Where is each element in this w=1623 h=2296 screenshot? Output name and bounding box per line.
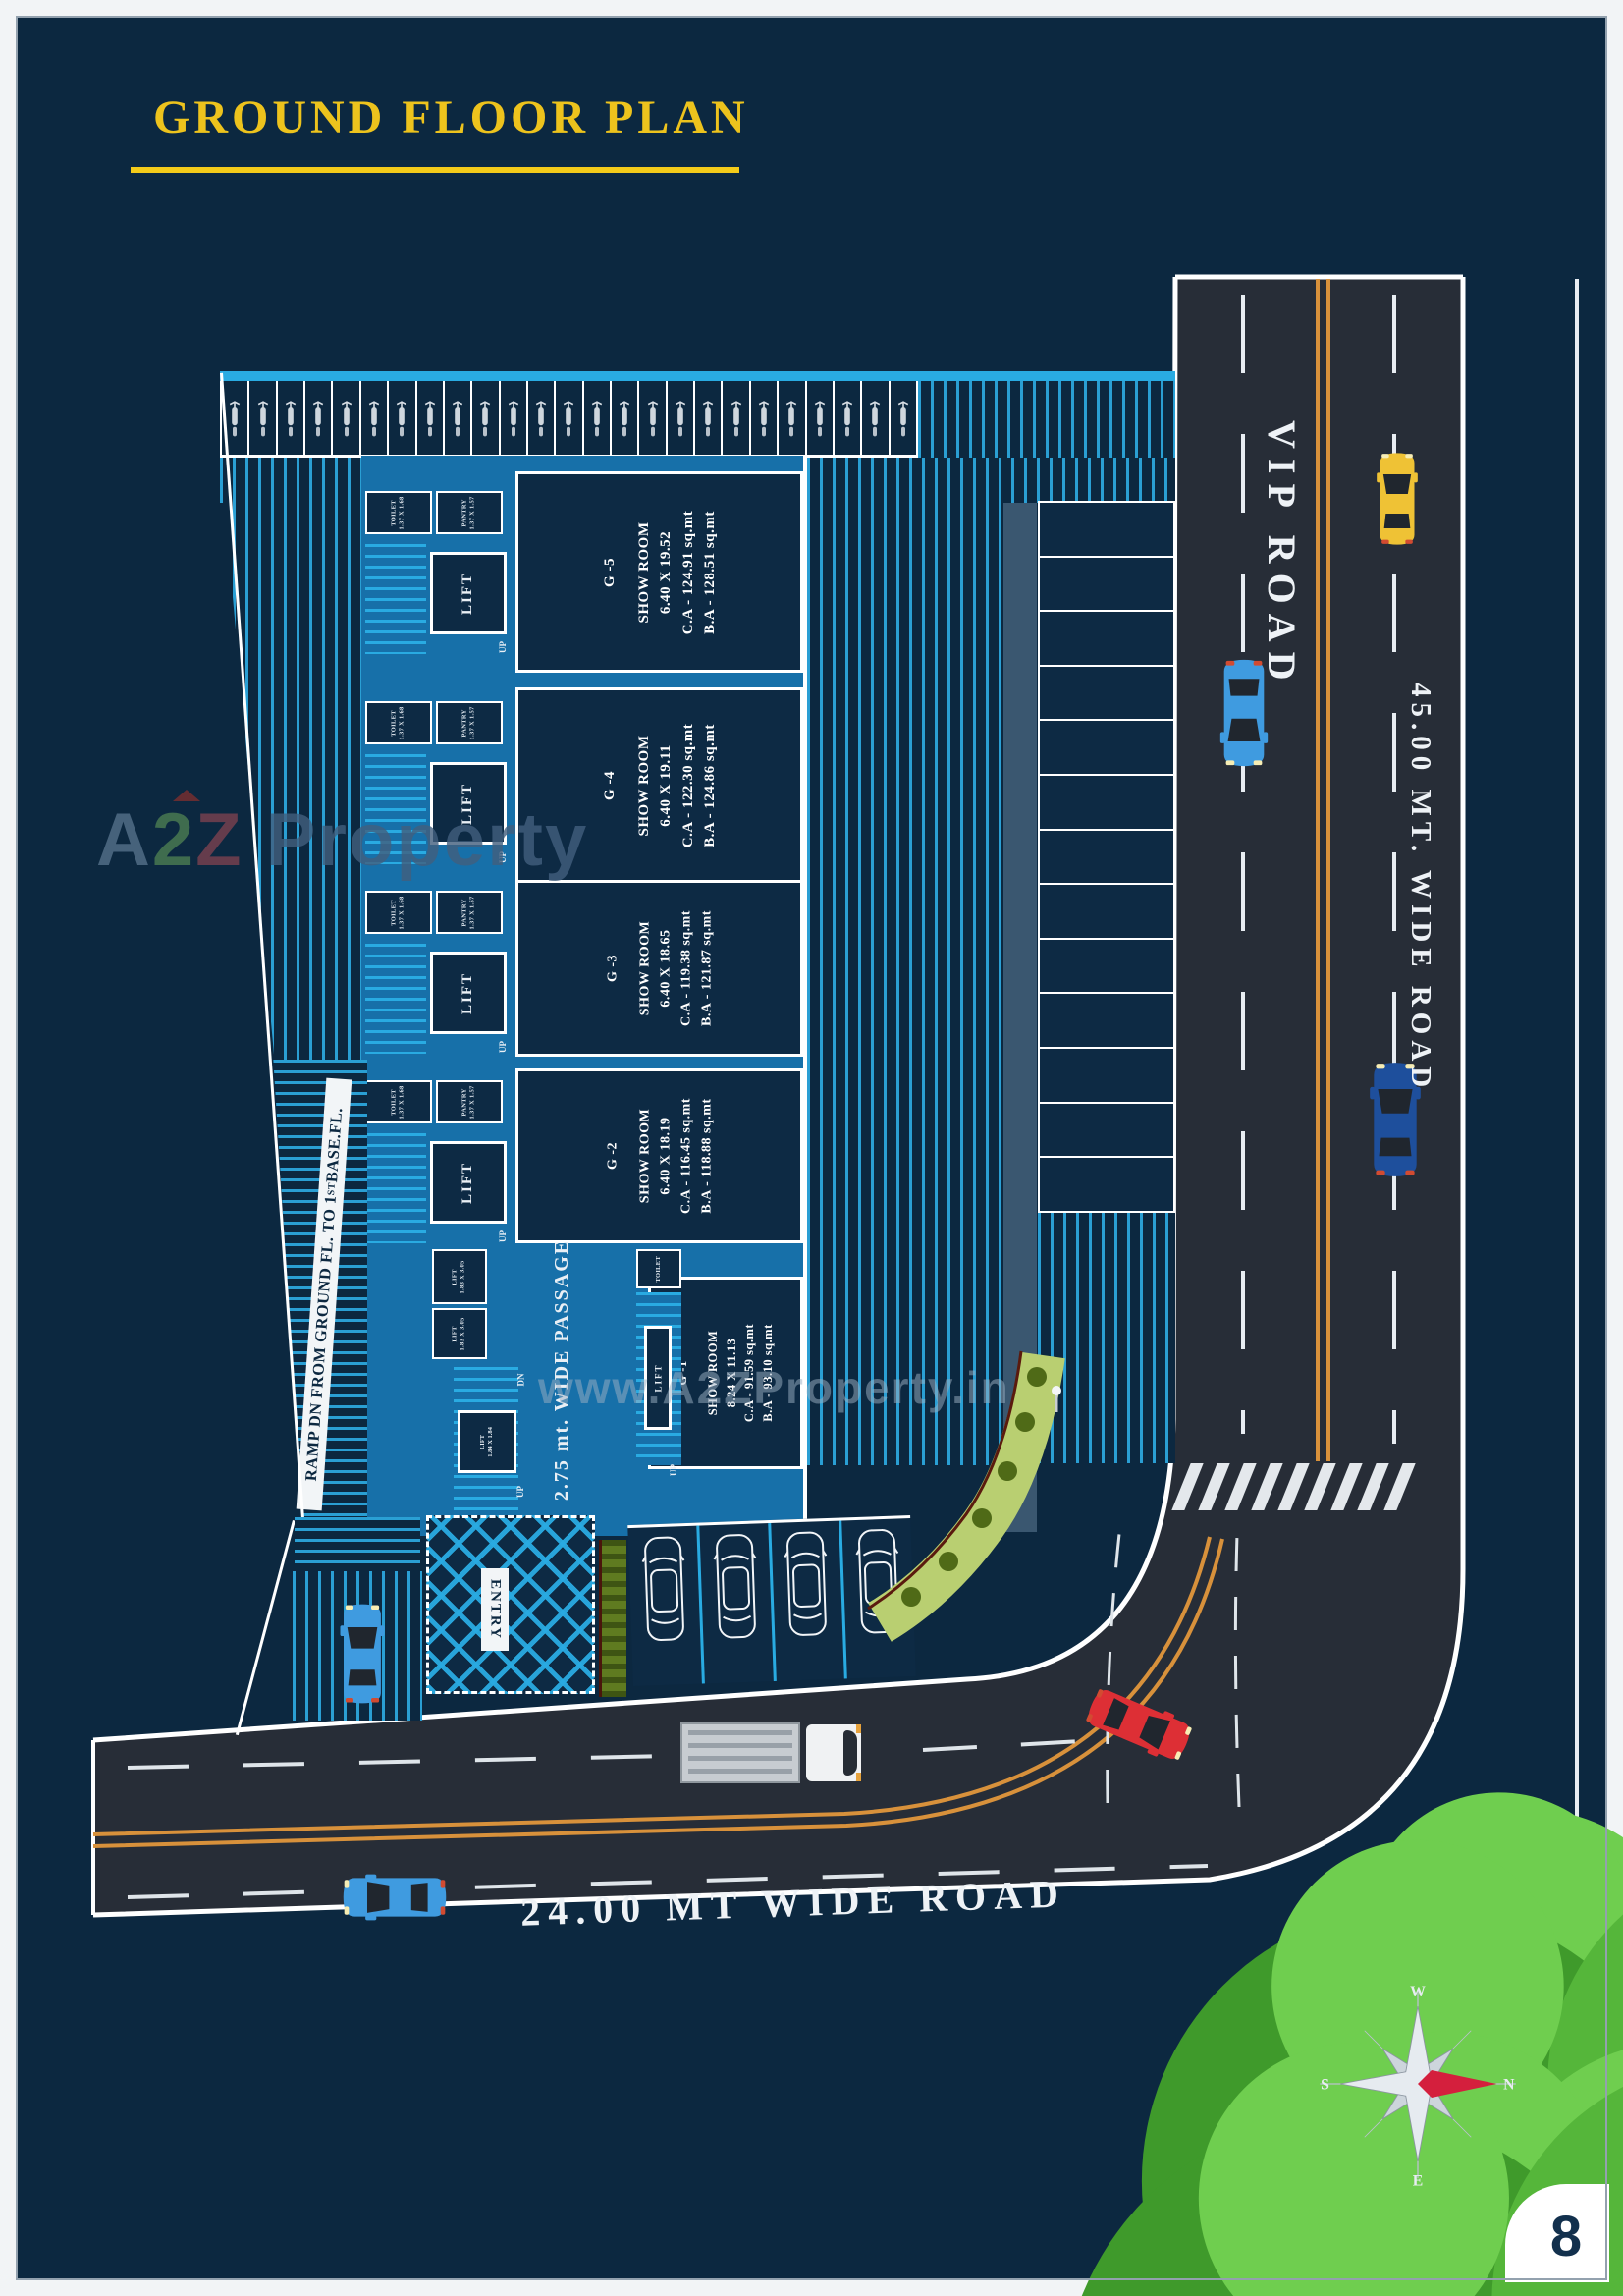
two-wheeler-slot xyxy=(668,381,696,455)
two-wheeler-slot xyxy=(278,381,306,455)
compass-e: E xyxy=(1413,2172,1424,2187)
car-parking-slot xyxy=(1038,664,1175,722)
entry-label-band: ENTRY xyxy=(481,1568,509,1651)
lift-box: LIFT xyxy=(430,552,507,634)
compass-north-needle xyxy=(1418,2070,1497,2098)
lift-box: LIFT xyxy=(430,762,507,845)
two-wheeler-slot xyxy=(751,381,780,455)
watermark-url: www.A2ZProperty.in xyxy=(538,1362,1010,1413)
two-wheeler-slot xyxy=(220,381,250,455)
right-wall xyxy=(803,456,807,1536)
two-wheeler-slot xyxy=(695,381,724,455)
car-parking-slot xyxy=(1038,555,1175,613)
two-wheeler-slot xyxy=(333,381,361,455)
entry-upper-hatch xyxy=(295,1517,420,1571)
drive-aisle-hatch xyxy=(807,503,1003,1465)
car-blue-bottom-road xyxy=(340,1870,450,1925)
two-wheeler-slot xyxy=(528,381,557,455)
staircase xyxy=(365,544,426,654)
toilet-cell: TOILET xyxy=(636,1249,681,1288)
two-wheeler-slot xyxy=(389,381,417,455)
compass-n: N xyxy=(1503,2076,1515,2093)
two-wheeler-slot xyxy=(305,381,334,455)
two-wheeler-slot xyxy=(472,381,501,455)
compass-w: W xyxy=(1410,1984,1426,2000)
truck-cab xyxy=(806,1724,861,1781)
two-wheeler-slot xyxy=(891,381,918,455)
compass-rose: W N E S xyxy=(1320,1984,1516,2187)
car-parking-slot xyxy=(1038,883,1175,940)
two-wheeler-slot xyxy=(862,381,891,455)
showroom: G -2 SHOW ROOM 6.40 X 18.19 C.A - 116.45… xyxy=(515,1068,803,1243)
compass-s: S xyxy=(1321,2076,1329,2093)
lift-box: LIFT xyxy=(644,1326,672,1430)
two-wheeler-slot xyxy=(556,381,584,455)
vip-road-label: VIP ROAD xyxy=(1260,420,1304,690)
two-wheeler-slot xyxy=(612,381,640,455)
two-wheeler-slot xyxy=(639,381,668,455)
watermark-roof-icon xyxy=(173,790,200,801)
two-wheeler-slot xyxy=(249,381,278,455)
showroom: G -5 SHOW ROOM 6.40 X 19.52 C.A - 124.91… xyxy=(515,471,803,673)
page-number-tab: 8 xyxy=(1505,2184,1609,2282)
car-parking-slot xyxy=(1038,501,1175,558)
right-road-label: 45.00 MT. WIDE ROAD xyxy=(1405,683,1436,1094)
two-wheeler-slot xyxy=(501,381,528,455)
street-lamp-icon xyxy=(1052,1386,1061,1395)
two-wheeler-slot xyxy=(807,381,835,455)
showroom: G -3 SHOW ROOM 6.40 X 18.65 C.A - 119.38… xyxy=(515,880,803,1057)
page-number: 8 xyxy=(1549,2204,1583,2269)
car-parking-slot xyxy=(1038,1156,1175,1213)
watermark-brand: A2Z Property xyxy=(96,790,588,883)
truck xyxy=(680,1721,867,1785)
car-parking-slot xyxy=(1038,719,1175,777)
two-wheeler-slot xyxy=(361,381,390,455)
right-car-parking-column xyxy=(1038,501,1175,1213)
staircase xyxy=(365,754,426,864)
staircase xyxy=(365,944,426,1054)
entry-gate-area xyxy=(426,1515,595,1694)
two-wheeler-slot xyxy=(445,381,473,455)
two-wheeler-slot xyxy=(779,381,807,455)
hatch-top-right xyxy=(918,381,1175,458)
car-yellow xyxy=(1373,450,1422,548)
staircase xyxy=(365,1133,426,1243)
page-title: GROUND FLOOR PLAN xyxy=(153,91,749,143)
two-wheeler-slot xyxy=(835,381,863,455)
hedge-strip xyxy=(599,1540,626,1697)
title-underline xyxy=(131,167,739,173)
car-blue-visitor-bay xyxy=(336,1601,389,1707)
entry-label: ENTRY xyxy=(487,1579,504,1640)
two-wheeler-slot xyxy=(417,381,445,455)
two-wheeler-slot xyxy=(723,381,751,455)
top-boundary-wall xyxy=(220,371,1175,381)
hatch-below-parking xyxy=(1038,1213,1175,1463)
road-surface xyxy=(93,277,1463,1915)
two-wheeler-slot xyxy=(584,381,613,455)
lift-box: LIFT xyxy=(430,952,507,1034)
lift-box: LIFT xyxy=(430,1141,507,1224)
